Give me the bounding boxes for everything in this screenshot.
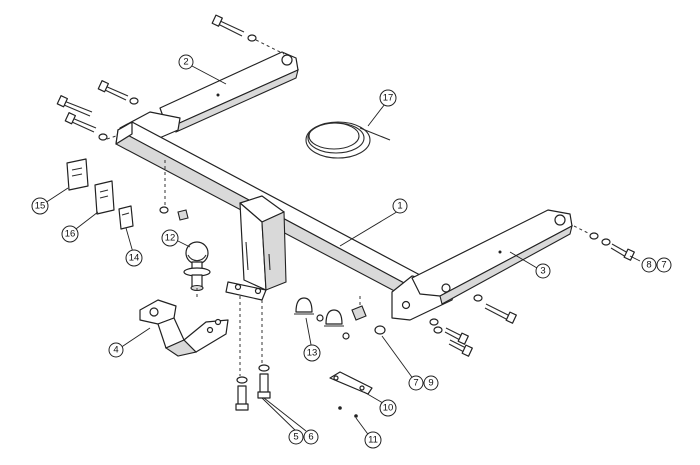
left-mounting-bolts (56, 80, 139, 141)
loose-nuts-left (159, 160, 189, 221)
lower-right-bolts (351, 294, 517, 357)
left-side-bracket (119, 51, 299, 143)
callout-14: 14 (125, 249, 143, 267)
svg-text:16: 16 (65, 229, 76, 240)
right-side-bracket (411, 209, 573, 305)
callout-7-right: 7 (656, 257, 672, 273)
svg-text:7: 7 (661, 260, 666, 271)
ball-mount-plate (225, 195, 287, 301)
callout-10: 10 (379, 399, 397, 417)
callout-9: 9 (423, 375, 439, 391)
svg-text:8: 8 (646, 260, 651, 271)
svg-text:14: 14 (129, 253, 140, 264)
safety-shackles (294, 297, 350, 340)
svg-text:7: 7 (413, 378, 418, 389)
callout-2: 2 (178, 54, 194, 70)
callout-7-lower: 7 (408, 375, 424, 391)
callout-12: 12 (161, 229, 179, 247)
svg-text:12: 12 (165, 233, 176, 244)
callout-1: 1 (392, 198, 408, 214)
tow-ball (183, 241, 211, 292)
document-cards (66, 158, 134, 230)
callout-8: 8 (641, 257, 657, 273)
svg-text:15: 15 (35, 201, 46, 212)
ball-mount-arm (139, 288, 229, 357)
electric-bracket (329, 371, 373, 418)
callout-3: 3 (535, 263, 551, 279)
svg-text:6: 6 (308, 432, 313, 443)
main-crossbar (115, 121, 457, 321)
wire-coil (305, 121, 391, 159)
right-bolts (573, 225, 635, 261)
callout-16: 16 (61, 225, 79, 243)
svg-text:4: 4 (113, 345, 118, 356)
svg-text:10: 10 (383, 403, 394, 414)
callout-17: 17 (379, 89, 397, 107)
svg-text:17: 17 (383, 93, 394, 104)
bottom-bolts (235, 296, 271, 411)
svg-text:13: 13 (307, 348, 318, 359)
svg-text:9: 9 (428, 378, 433, 389)
svg-text:5: 5 (293, 432, 298, 443)
callout-5: 5 (288, 429, 304, 445)
callout-13: 13 (303, 344, 321, 362)
callout-6: 6 (303, 429, 319, 445)
svg-text:2: 2 (183, 57, 188, 68)
svg-text:1: 1 (397, 201, 402, 212)
svg-text:11: 11 (368, 435, 378, 446)
callout-4: 4 (108, 342, 124, 358)
bracket-top-bolts (211, 14, 285, 55)
callout-15: 15 (31, 197, 49, 215)
callout-11: 11 (364, 431, 382, 449)
svg-text:3: 3 (540, 266, 545, 277)
